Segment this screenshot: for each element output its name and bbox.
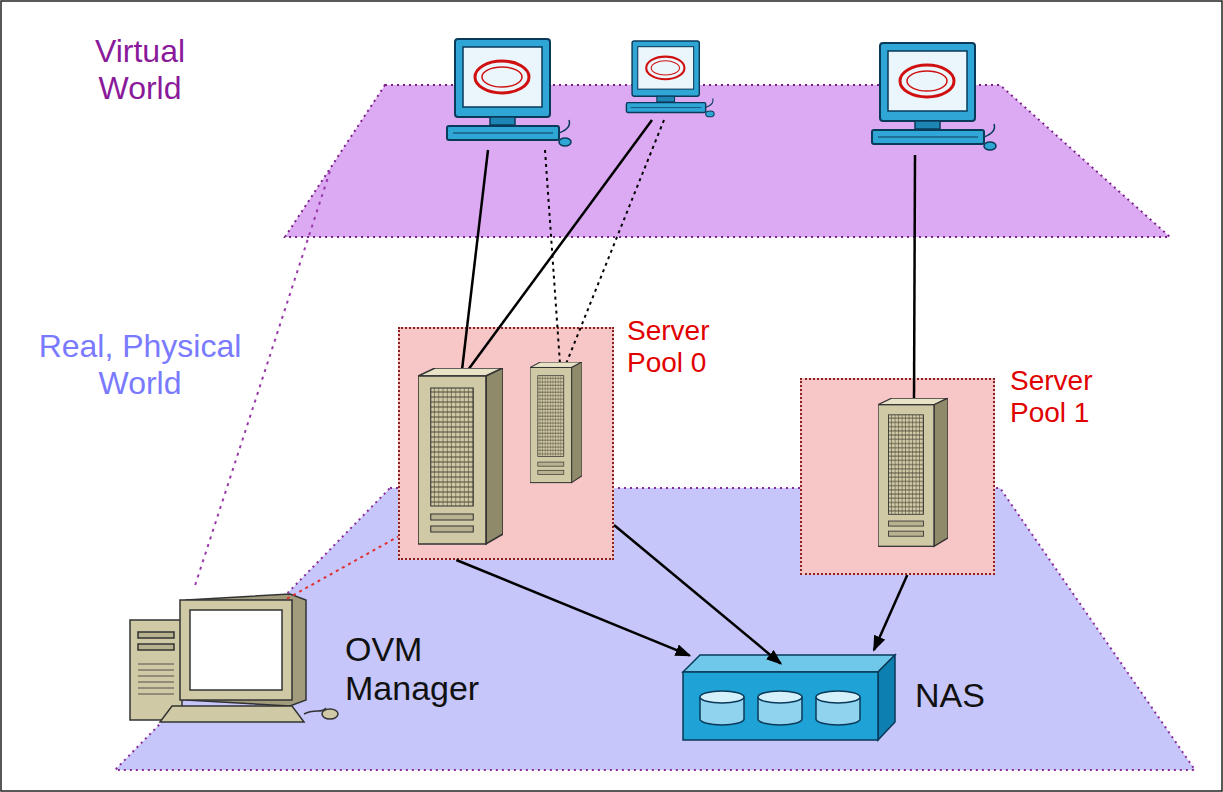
dotted-link [195,168,331,585]
server-pool: Server Pool 1 [800,378,995,575]
node-label: Virtual World [55,33,225,107]
dotted-link [287,537,398,599]
node-label: Server Pool 0 [627,315,747,379]
arrow-connector [874,575,907,650]
band-outline [285,85,1170,237]
band-shape [285,85,1170,237]
storage-node: NAS [683,650,900,740]
arrow-connector [456,560,689,655]
label-holder: OVM Manager [345,630,495,708]
server-pool: Server Pool 0 [398,327,614,560]
node-label: Real, Physical World [20,328,260,402]
server [418,368,503,544]
label-holder: NAS [915,676,1005,715]
label-holder: Server Pool 0 [627,315,747,379]
virtual-machine [447,39,571,146]
node-label: Server Pool 1 [1010,365,1130,429]
virtual-machine [872,43,996,150]
world-band: Virtual World [285,85,1170,237]
node-label: NAS [915,676,1005,715]
nas-box [683,655,895,740]
vm-links [462,120,915,400]
manager-computer [130,594,338,722]
band-shape [115,488,1195,770]
label-holder: Real, Physical World [20,328,260,402]
server [530,362,582,483]
server [878,398,948,546]
manager-node: OVM Manager [125,585,305,722]
world-band: Real, Physical WorldOVM ManagerNAS [115,488,1195,770]
label-holder: Server Pool 1 [1010,365,1130,429]
arrow-connector [614,525,781,663]
label-holder: Virtual World [55,33,225,107]
band-outline [115,488,1195,770]
virtual-machine [626,41,714,117]
node-label: OVM Manager [345,630,495,708]
